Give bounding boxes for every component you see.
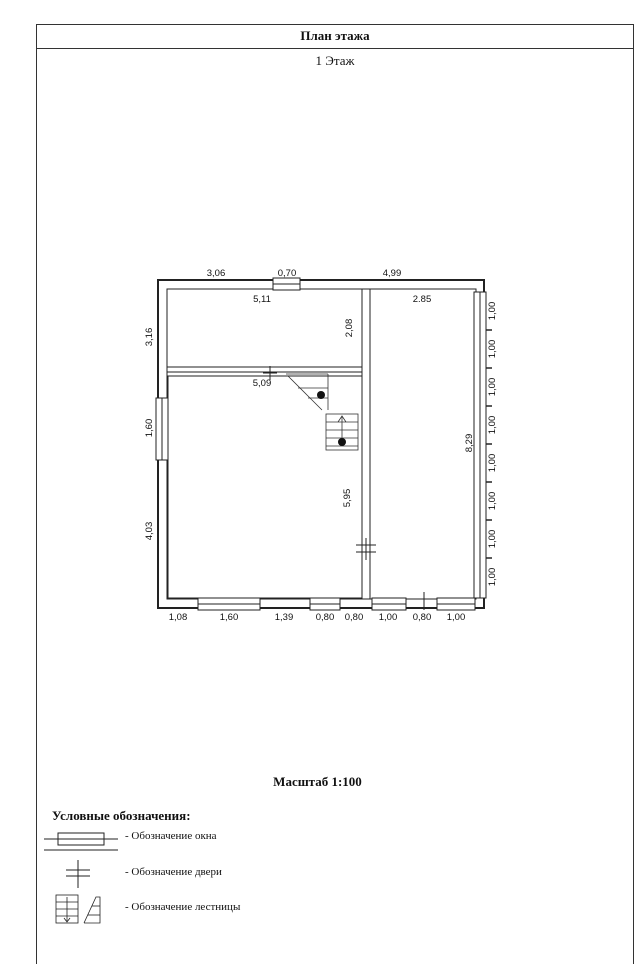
dim-right-4: 1,00 bbox=[487, 416, 498, 435]
dim-room-big-width: 5,09 bbox=[253, 378, 272, 389]
room-big bbox=[167, 375, 363, 599]
dim-left-upper: 3,16 bbox=[144, 328, 155, 347]
window-bottom-4 bbox=[436, 597, 476, 611]
legend-stairs-label: - Обозначение лестницы bbox=[125, 901, 241, 913]
dim-bottom-8: 1,00 bbox=[447, 612, 466, 623]
dim-left-window: 1,60 bbox=[144, 419, 155, 438]
legend-title: Условные обозначения: bbox=[52, 808, 191, 823]
dim-room-big-height: 5,95 bbox=[342, 489, 353, 508]
legend-window-label: - Обозначение окна bbox=[125, 830, 217, 842]
dim-room-top-left-width: 5,11 bbox=[253, 294, 271, 305]
window-bottom-3 bbox=[371, 597, 407, 611]
window-left bbox=[155, 397, 169, 461]
dim-top-right: 4,99 bbox=[383, 268, 402, 279]
dim-room-right-height: 8,29 bbox=[464, 434, 475, 453]
partition-wall bbox=[361, 288, 371, 600]
stairs-marker-upper bbox=[317, 391, 325, 399]
page-title: План этажа bbox=[37, 25, 633, 49]
dim-right-7: 1,00 bbox=[487, 530, 498, 549]
page-frame: План этажа 1 Этаж bbox=[36, 24, 634, 964]
door-icon bbox=[66, 860, 90, 888]
dim-bottom-7: 0,80 bbox=[413, 612, 432, 623]
stairs bbox=[286, 373, 359, 451]
dim-bottom-2: 1,60 bbox=[220, 612, 239, 623]
inner-wall-outline bbox=[166, 288, 477, 600]
outer-wall bbox=[157, 279, 485, 609]
legend-door-label: - Обозначение двери bbox=[125, 866, 222, 878]
window-bottom-1 bbox=[197, 597, 261, 611]
dim-bottom-4: 0,80 bbox=[316, 612, 335, 623]
dim-right-1: 1,00 bbox=[487, 302, 498, 321]
dim-right-2: 1,00 bbox=[487, 340, 498, 359]
dim-right-8: 1,00 bbox=[487, 568, 498, 587]
dim-bottom-3: 1,39 bbox=[275, 612, 294, 623]
door-right bbox=[356, 538, 376, 560]
door-upper bbox=[263, 366, 277, 380]
dim-room-top-left-height: 2,08 bbox=[344, 319, 355, 338]
stairs-marker-lower bbox=[338, 438, 346, 446]
dim-top-window: 0,70 bbox=[278, 268, 297, 279]
dim-bottom-5: 0,80 bbox=[345, 612, 364, 623]
dim-room-right-width: 2.85 bbox=[413, 294, 432, 305]
window-top bbox=[272, 277, 301, 291]
right-window-ticks bbox=[486, 329, 492, 559]
window-right bbox=[473, 291, 487, 599]
dim-right-3: 1,00 bbox=[487, 378, 498, 397]
stairs-icon bbox=[55, 894, 101, 924]
dim-right-6: 1,00 bbox=[487, 492, 498, 511]
window-bottom-2 bbox=[309, 597, 341, 611]
bottom-dimensions: 1,08 1,60 1,39 0,80 0,80 1,00 0,80 1,00 bbox=[169, 612, 466, 623]
dim-right-5: 1,00 bbox=[487, 454, 498, 473]
dim-left-lower: 4,03 bbox=[144, 522, 155, 541]
floor-label: 1 Этаж bbox=[315, 53, 355, 68]
dim-top-left: 3,06 bbox=[207, 268, 226, 279]
scale-label: Масштаб 1:100 bbox=[273, 774, 362, 789]
dim-bottom-1: 1,08 bbox=[169, 612, 188, 623]
window-icon bbox=[44, 832, 118, 851]
dim-bottom-6: 1,00 bbox=[379, 612, 398, 623]
right-dimensions: 1,00 1,00 1,00 1,00 1,00 1,00 1,00 1,00 bbox=[487, 302, 498, 587]
